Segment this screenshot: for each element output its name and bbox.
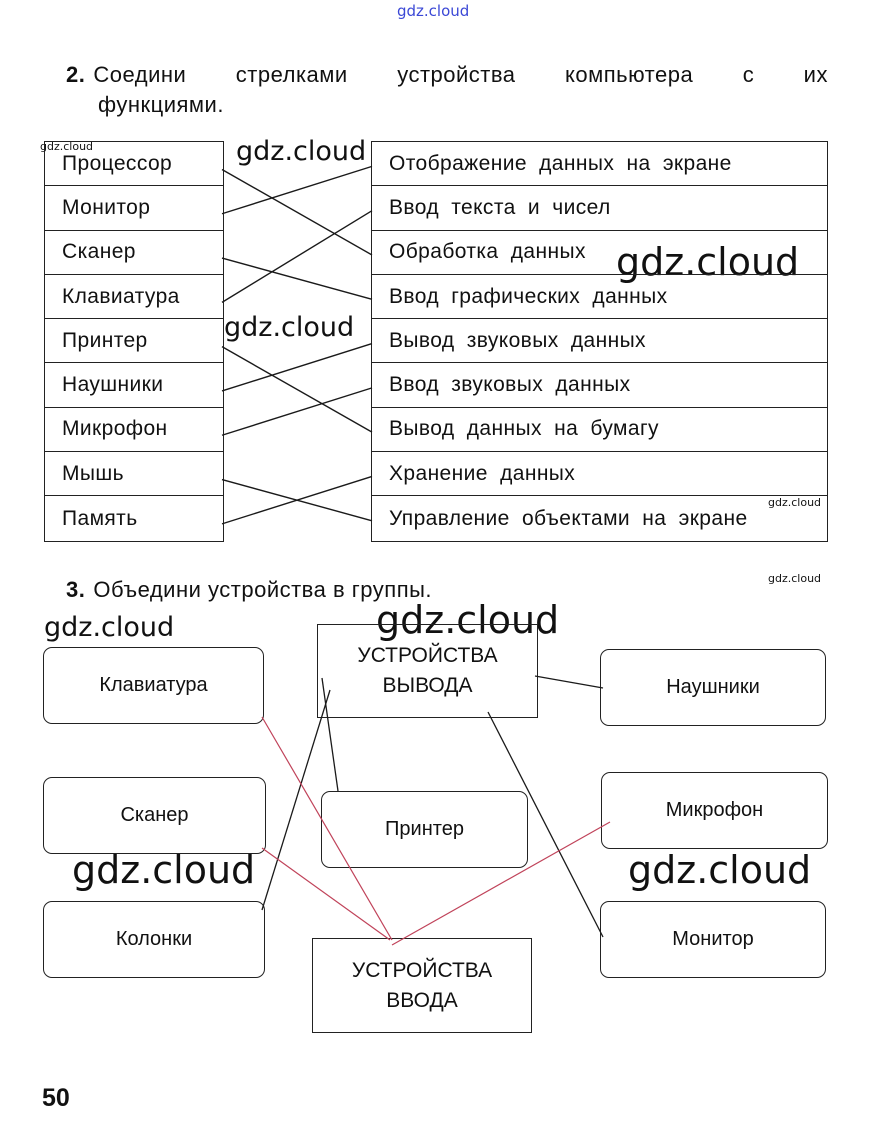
device-cell[interactable]: Сканер xyxy=(45,231,223,275)
match-line xyxy=(221,387,373,436)
watermark: gdz.cloud xyxy=(224,312,355,343)
watermark: gdz.cloud xyxy=(72,848,256,892)
task2-word: устройства xyxy=(397,62,516,87)
watermark: gdz.cloud xyxy=(616,240,800,284)
match-line xyxy=(221,210,373,303)
device-cell[interactable]: Процессор xyxy=(45,142,223,187)
match-line xyxy=(221,257,373,300)
device-box-keyboard[interactable]: Клавиатура xyxy=(43,647,264,724)
task3-instruction: 3. Объедини устройства в группы. xyxy=(66,577,432,603)
watermark: gdz.cloud xyxy=(40,140,94,153)
device-label: Монитор xyxy=(672,928,754,950)
match-line xyxy=(221,342,373,392)
watermark: gdz.cloud xyxy=(236,136,367,167)
device-cell[interactable]: Монитор xyxy=(45,186,223,231)
task2-word: компьютера xyxy=(565,62,694,87)
function-cell[interactable]: Обработка данных xyxy=(372,231,827,275)
device-label: Наушники xyxy=(666,676,760,698)
device-box-monitor[interactable]: Монитор xyxy=(600,901,826,978)
group-label-line: ВЫВОДА xyxy=(382,674,473,697)
function-cell[interactable]: Ввод текста и чисел xyxy=(372,186,827,231)
device-box-printer[interactable]: Принтер xyxy=(321,791,528,868)
device-box-scanner[interactable]: Сканер xyxy=(43,777,266,854)
devices-table: Процессор Монитор Сканер Клавиатура Прин… xyxy=(44,141,224,542)
device-box-speakers[interactable]: Колонки xyxy=(43,901,265,978)
group-label-line: УСТРОЙСТВА xyxy=(351,958,493,982)
group-label-line: УСТРОЙСТВА xyxy=(357,644,498,667)
device-cell[interactable]: Наушники xyxy=(45,363,223,408)
task2-word: стрелками xyxy=(235,62,348,87)
function-cell[interactable]: Ввод звуковых данных xyxy=(372,363,827,408)
device-label: Колонки xyxy=(115,928,193,950)
output-devices-group[interactable]: УСТРОЙСТВА ВЫВОДА xyxy=(317,624,538,718)
input-devices-group[interactable]: УСТРОЙСТВА ВВОДА xyxy=(312,938,532,1033)
function-cell[interactable]: Отображение данных на экране xyxy=(372,142,827,187)
device-label: Принтер xyxy=(385,818,464,840)
device-box-microphone[interactable]: Микрофон xyxy=(601,772,828,849)
function-cell[interactable]: Ввод графических данных xyxy=(372,275,827,320)
task2-connection-lines xyxy=(221,165,373,525)
device-label: Клавиатура xyxy=(99,674,208,696)
link-speakers-output xyxy=(261,689,331,911)
link-headphones-output xyxy=(534,675,604,689)
task2-word: с xyxy=(742,62,755,87)
function-cell[interactable]: Управление объектами на экране xyxy=(389,506,748,530)
page-number: 50 xyxy=(42,1084,70,1112)
match-line xyxy=(221,168,373,256)
watermark: gdz.cloud xyxy=(44,612,175,643)
device-box-headphones[interactable]: Наушники xyxy=(600,649,826,726)
match-line xyxy=(221,475,373,525)
watermark: gdz.cloud xyxy=(768,496,822,509)
device-cell[interactable]: Принтер xyxy=(45,319,223,364)
task2-word: их xyxy=(803,62,828,87)
watermark-top: gdz.cloud xyxy=(397,2,470,20)
function-cell[interactable]: Вывод данных на бумагу xyxy=(372,408,827,453)
device-label: Сканер xyxy=(120,804,189,826)
match-line xyxy=(221,478,373,522)
device-cell[interactable]: Микрофон xyxy=(45,408,223,453)
functions-table: Отображение данных на экране Ввод текста… xyxy=(371,141,828,542)
task3-instruction-text: Объедини устройства в группы. xyxy=(93,577,433,602)
watermark: gdz.cloud xyxy=(628,848,812,892)
match-line xyxy=(221,346,373,433)
group-label-line: ВВОДА xyxy=(386,988,458,1012)
match-line xyxy=(221,165,373,215)
watermark: gdz.cloud xyxy=(376,598,560,642)
task2-word: Соедини xyxy=(93,62,187,87)
task3-number: 3. xyxy=(66,577,86,602)
device-cell[interactable]: Мышь xyxy=(45,452,223,497)
device-cell[interactable]: Память xyxy=(62,506,138,530)
device-cell[interactable]: Клавиатура xyxy=(45,275,223,320)
device-label: Микрофон xyxy=(665,799,764,821)
task2-number: 2. xyxy=(66,62,86,87)
function-cell[interactable]: Вывод звуковых данных xyxy=(372,319,827,364)
function-cell[interactable]: Хранение данных xyxy=(372,452,827,497)
task2-instruction-line1: 2. Соедини стрелками устройства компьютер… xyxy=(66,62,828,88)
task2-instruction-line2: функциями. xyxy=(98,92,224,117)
watermark: gdz.cloud xyxy=(768,572,822,585)
